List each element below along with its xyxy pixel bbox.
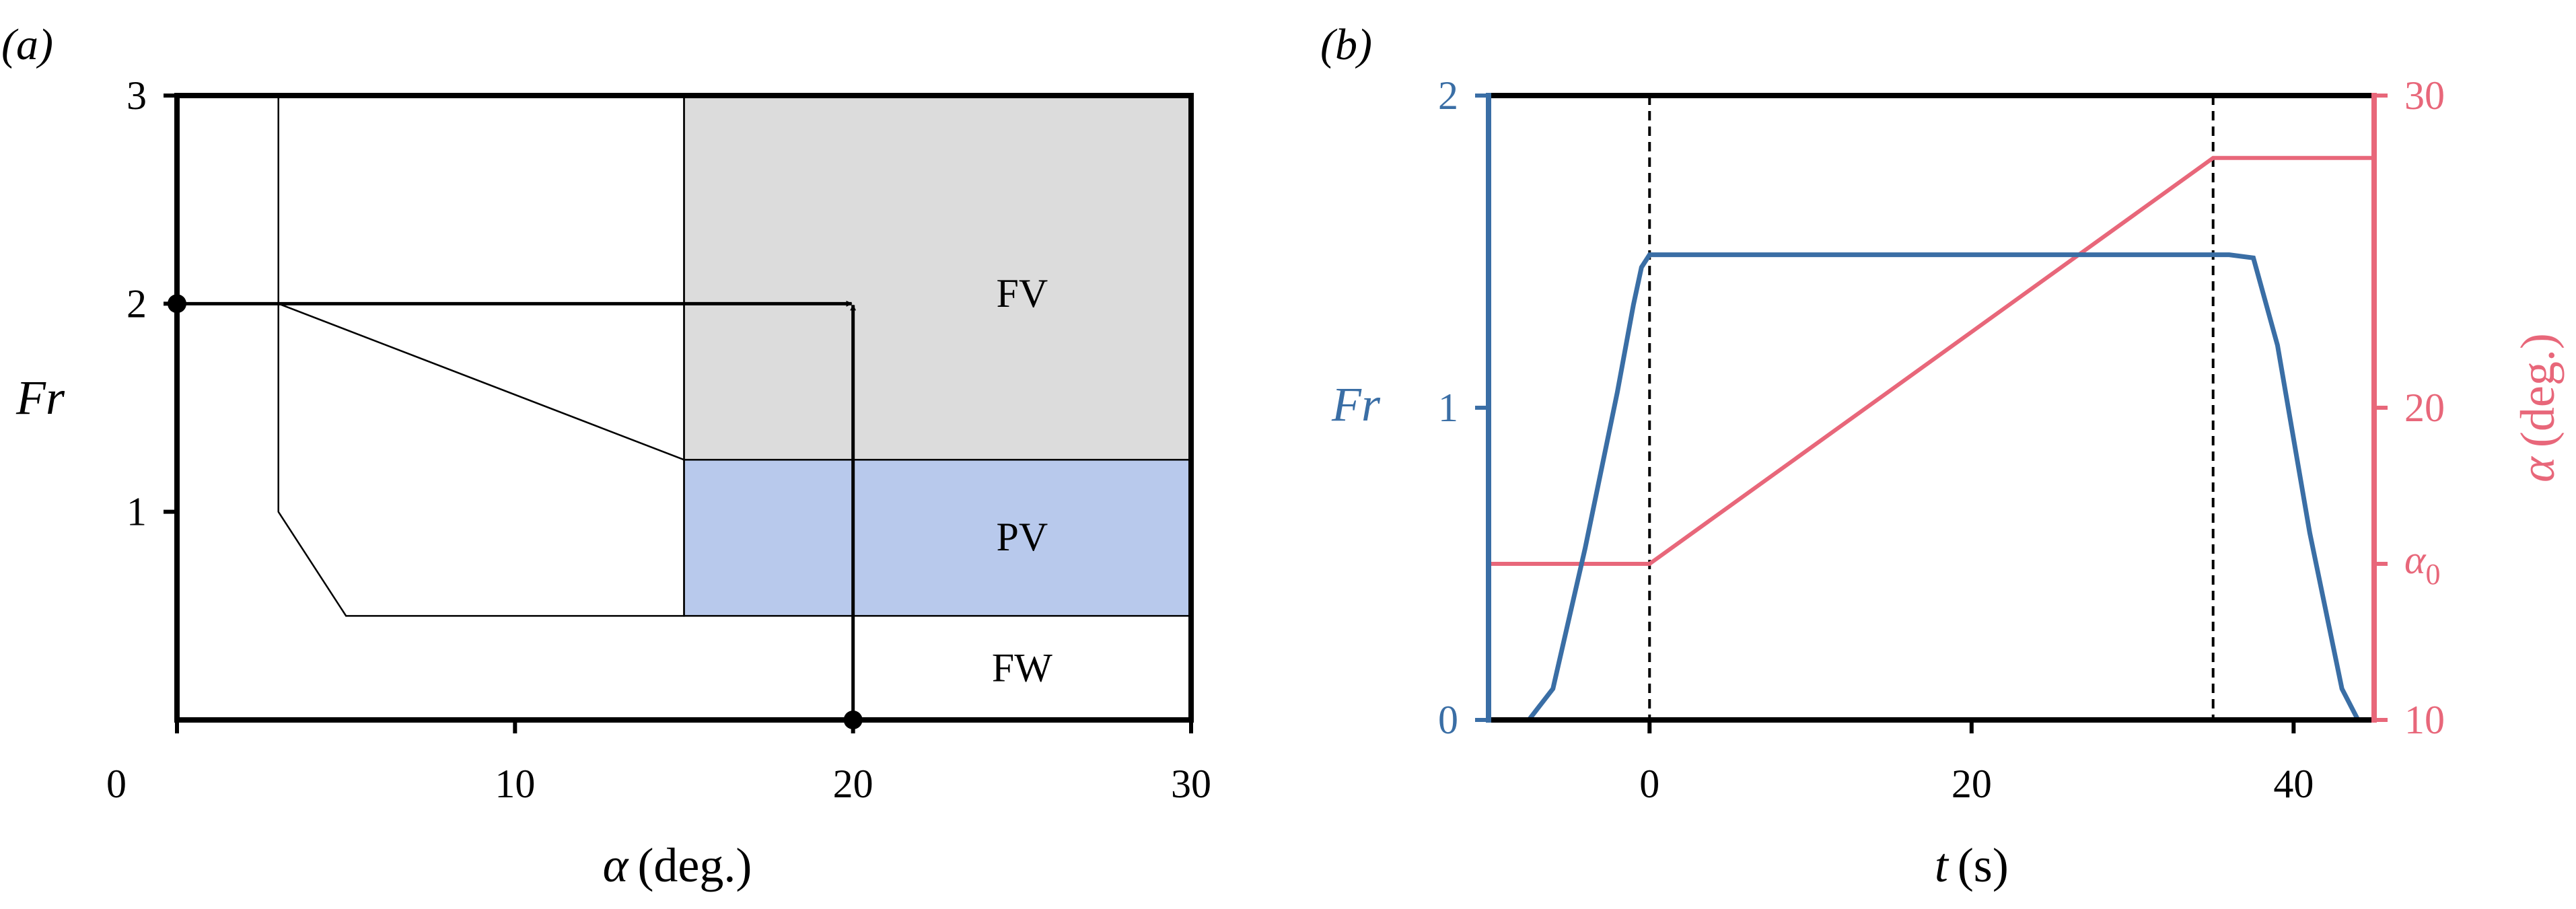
x-tick-label: 30 (1171, 762, 1211, 806)
right-y-tick-label: 20 (2404, 386, 2445, 430)
panel-a-xlabel-unit: (deg.) (637, 838, 752, 892)
panel-b-xlabel-unit: (s) (1958, 838, 2009, 892)
panel-a-xlabel-symbol: α (603, 838, 629, 892)
y-tick-label: 2 (127, 281, 147, 326)
left-y-tick-label: 2 (1438, 73, 1458, 118)
x-tick-label: 20 (833, 762, 873, 806)
panel-b-ticks: 0 20 40 0 1 2 10 20 30 (1438, 73, 2445, 806)
y-tick-label: 3 (127, 73, 147, 118)
x-tick-label: 20 (1952, 762, 1992, 806)
x-tick-label: 40 (2273, 762, 2314, 806)
panel-a-frame (174, 93, 1194, 723)
alpha0-tick-label: α0 (2404, 538, 2441, 591)
x-tick-label: 10 (495, 762, 535, 806)
fw-region-label: FW (992, 646, 1052, 690)
fv-region (683, 94, 1192, 461)
alpha-series-line (1489, 155, 2374, 566)
panel-a-ticks: 0 10 20 30 1 2 3 (106, 73, 1211, 806)
x-tick-label: 0 (106, 762, 127, 806)
panel-b-label: (b) (1320, 20, 1372, 69)
regime-boundary-line (277, 96, 685, 617)
fr-series-line (1489, 252, 2374, 723)
alpha0-symbol: α (2404, 538, 2427, 582)
regime-boundary-diagonal (278, 303, 684, 461)
panel-a-ylabel: Fr (15, 371, 65, 425)
panel-b-left-ylabel: Fr (1331, 377, 1381, 431)
left-y-tick-label: 0 (1438, 698, 1458, 742)
panel-b-xlabel: t(s) (1935, 838, 2009, 892)
panel-b-xlabel-symbol: t (1935, 838, 1949, 892)
panel-a-label: (a) (1, 20, 53, 69)
y-tick-label: 1 (127, 490, 147, 534)
pv-region-label: PV (996, 515, 1048, 559)
left-y-tick-label: 1 (1438, 386, 1458, 430)
pv-region (683, 459, 1192, 617)
panel-a-regime-map: 0 10 20 30 1 2 3 FV PV FW (a) Fr α(deg.) (1, 20, 1211, 892)
right-y-tick-label: 30 (2404, 73, 2445, 118)
right-y-tick-label: 10 (2404, 698, 2445, 742)
panel-b-right-ylabel-symbol: α (2511, 456, 2565, 482)
x-tick-label: 0 (1639, 762, 1659, 806)
panel-b-right-ylabel-unit: (deg.) (2511, 333, 2565, 447)
panel-a-xlabel: α(deg.) (603, 838, 752, 892)
alpha0-subscript: 0 (2426, 558, 2441, 591)
panel-b-right-ylabel: α (deg.) (2511, 333, 2565, 482)
fv-region-label: FV (996, 271, 1048, 316)
